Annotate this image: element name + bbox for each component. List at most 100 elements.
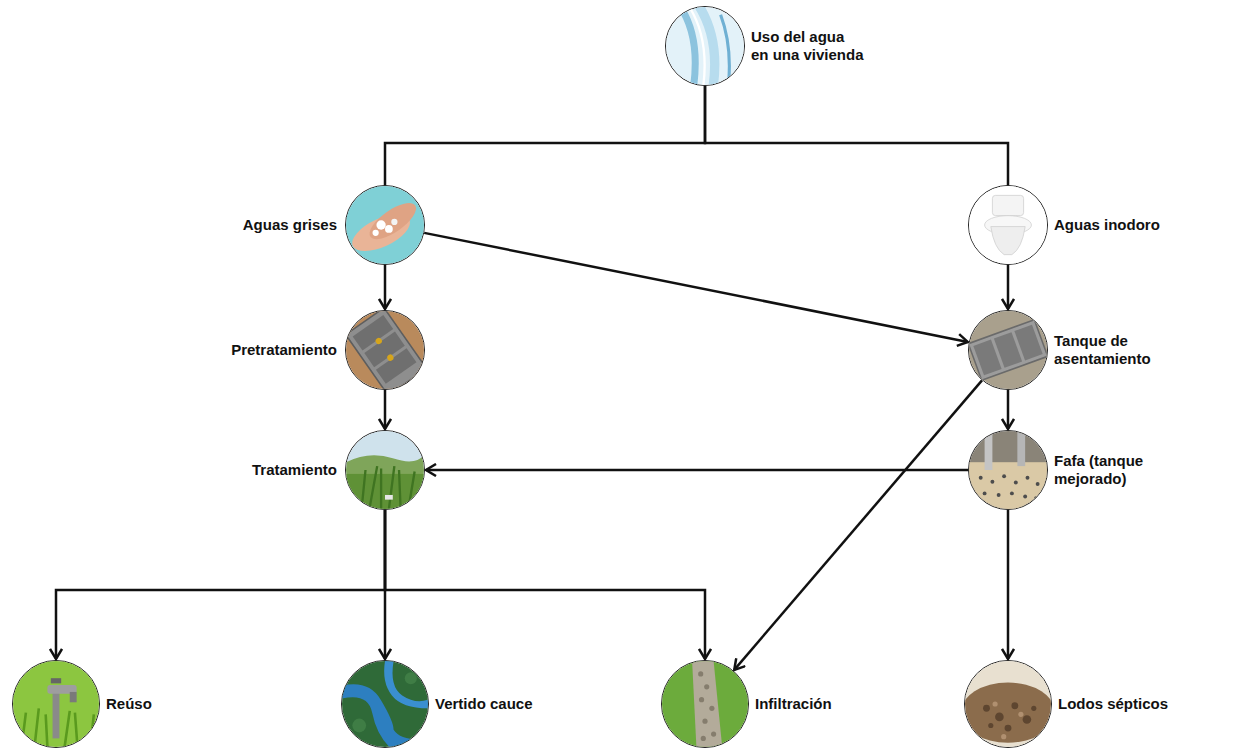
- process-node: Fafa (tanque mejorado): [968, 430, 1048, 510]
- illustration-part: [997, 493, 1001, 497]
- illustration-part: [1014, 325, 1042, 361]
- illustration-part: [1031, 706, 1036, 711]
- illustration-part: [1010, 491, 1014, 495]
- illustration-part: [53, 691, 60, 738]
- illustration-part: [1036, 482, 1040, 486]
- node-label: Infiltración: [755, 695, 832, 713]
- illustration-part: [405, 672, 417, 684]
- illustration-part: [979, 474, 1040, 500]
- process-node: Tanque de asentamiento: [968, 310, 1048, 390]
- node-illustration: [342, 661, 428, 747]
- illustration-part: [709, 706, 714, 711]
- illustration-part: [1026, 476, 1030, 480]
- illustration-part: [678, 7, 696, 85]
- illustration-part: [983, 702, 1036, 731]
- illustration-part: [384, 661, 428, 708]
- illustration-part: [352, 719, 366, 733]
- node-illustration: [662, 661, 748, 747]
- process-node: Pretratamiento: [345, 310, 425, 390]
- illustration-part: [702, 719, 707, 724]
- flow-arrow: [385, 86, 705, 185]
- illustration-part: [376, 220, 385, 229]
- node-illustration: [969, 431, 1047, 509]
- node-illustration: [969, 186, 1047, 264]
- illustration-part: [993, 701, 1024, 739]
- illustration-part: [1002, 474, 1006, 478]
- process-node: Tratamiento: [345, 430, 425, 510]
- photo-circle: [968, 430, 1048, 510]
- illustration-part: [698, 671, 716, 741]
- illustration-part: [969, 311, 1047, 389]
- illustration-part: [346, 454, 424, 509]
- node-label: Tratamiento: [252, 461, 337, 479]
- node-label: Lodos sépticos: [1058, 695, 1168, 713]
- photo-circle: [968, 185, 1048, 265]
- node-label: Pretratamiento: [231, 341, 337, 359]
- illustration-part: [983, 705, 990, 712]
- illustration-part: [1001, 734, 1006, 739]
- illustration-part: [1018, 712, 1023, 717]
- illustration-part: [1023, 495, 1027, 499]
- illustration-part: [993, 701, 998, 706]
- flow-arrow: [734, 380, 982, 669]
- flow-arrow: [1007, 265, 1010, 309]
- illustration-part: [374, 337, 383, 346]
- photo-circle: [661, 660, 749, 748]
- flow-arrow: [384, 390, 387, 429]
- illustration-part: [698, 671, 703, 676]
- process-node: Uso del agua en una vivienda: [665, 6, 745, 86]
- process-node: Aguas grises: [345, 185, 425, 265]
- illustration-part: [988, 723, 993, 728]
- illustration-part: [699, 697, 704, 702]
- node-label: Aguas grises: [243, 216, 337, 234]
- photo-circle: [12, 660, 100, 748]
- flow-arrow: [705, 86, 1008, 185]
- node-illustration: [346, 311, 424, 389]
- illustration-part: [13, 661, 99, 747]
- illustration-part: [969, 462, 1047, 509]
- node-label: Uso del agua en una vivienda: [751, 28, 865, 64]
- illustration-part: [692, 661, 722, 747]
- photo-circle: [341, 660, 429, 748]
- illustration-part: [965, 683, 1051, 743]
- node-label: Vertido cauce: [435, 695, 533, 713]
- node-label: Reúso: [106, 695, 152, 713]
- flow-arrow: [424, 233, 968, 342]
- illustration-part: [373, 230, 379, 236]
- illustration-part: [969, 320, 1047, 381]
- illustration-part: [1023, 715, 1032, 724]
- illustration-part: [386, 353, 395, 362]
- illustration-part: [385, 495, 393, 500]
- illustration-part: [364, 196, 421, 245]
- illustration-part: [991, 227, 1025, 255]
- flow-arrow: [1007, 510, 1010, 659]
- illustration-part: [1005, 725, 1012, 732]
- illustration-part: [969, 320, 1047, 381]
- illustration-part: [969, 431, 1047, 509]
- flow-arrow: [384, 265, 387, 309]
- illustration-part: [346, 311, 424, 389]
- photo-circle: [345, 310, 425, 390]
- node-label: Tanque de asentamiento: [1054, 332, 1154, 368]
- illustration-part: [1014, 481, 1018, 485]
- process-node: Reúso: [12, 660, 100, 748]
- illustration-part: [985, 431, 993, 470]
- illustration-part: [1034, 496, 1038, 500]
- flow-arrow: [56, 510, 385, 659]
- photo-circle: [968, 310, 1048, 390]
- photo-circle: [345, 185, 425, 265]
- node-illustration: [346, 431, 424, 509]
- illustration-part: [346, 311, 424, 389]
- illustration-part: [362, 466, 415, 509]
- illustration-part: [1011, 702, 1018, 709]
- illustration-part: [697, 7, 715, 85]
- process-node: Aguas inodoro: [968, 185, 1048, 265]
- illustration-part: [711, 732, 716, 737]
- photo-circle: [345, 430, 425, 510]
- illustration-part: [721, 15, 730, 85]
- photo-circle: [665, 6, 745, 86]
- node-illustration: [969, 311, 1047, 389]
- illustration-part: [385, 225, 393, 233]
